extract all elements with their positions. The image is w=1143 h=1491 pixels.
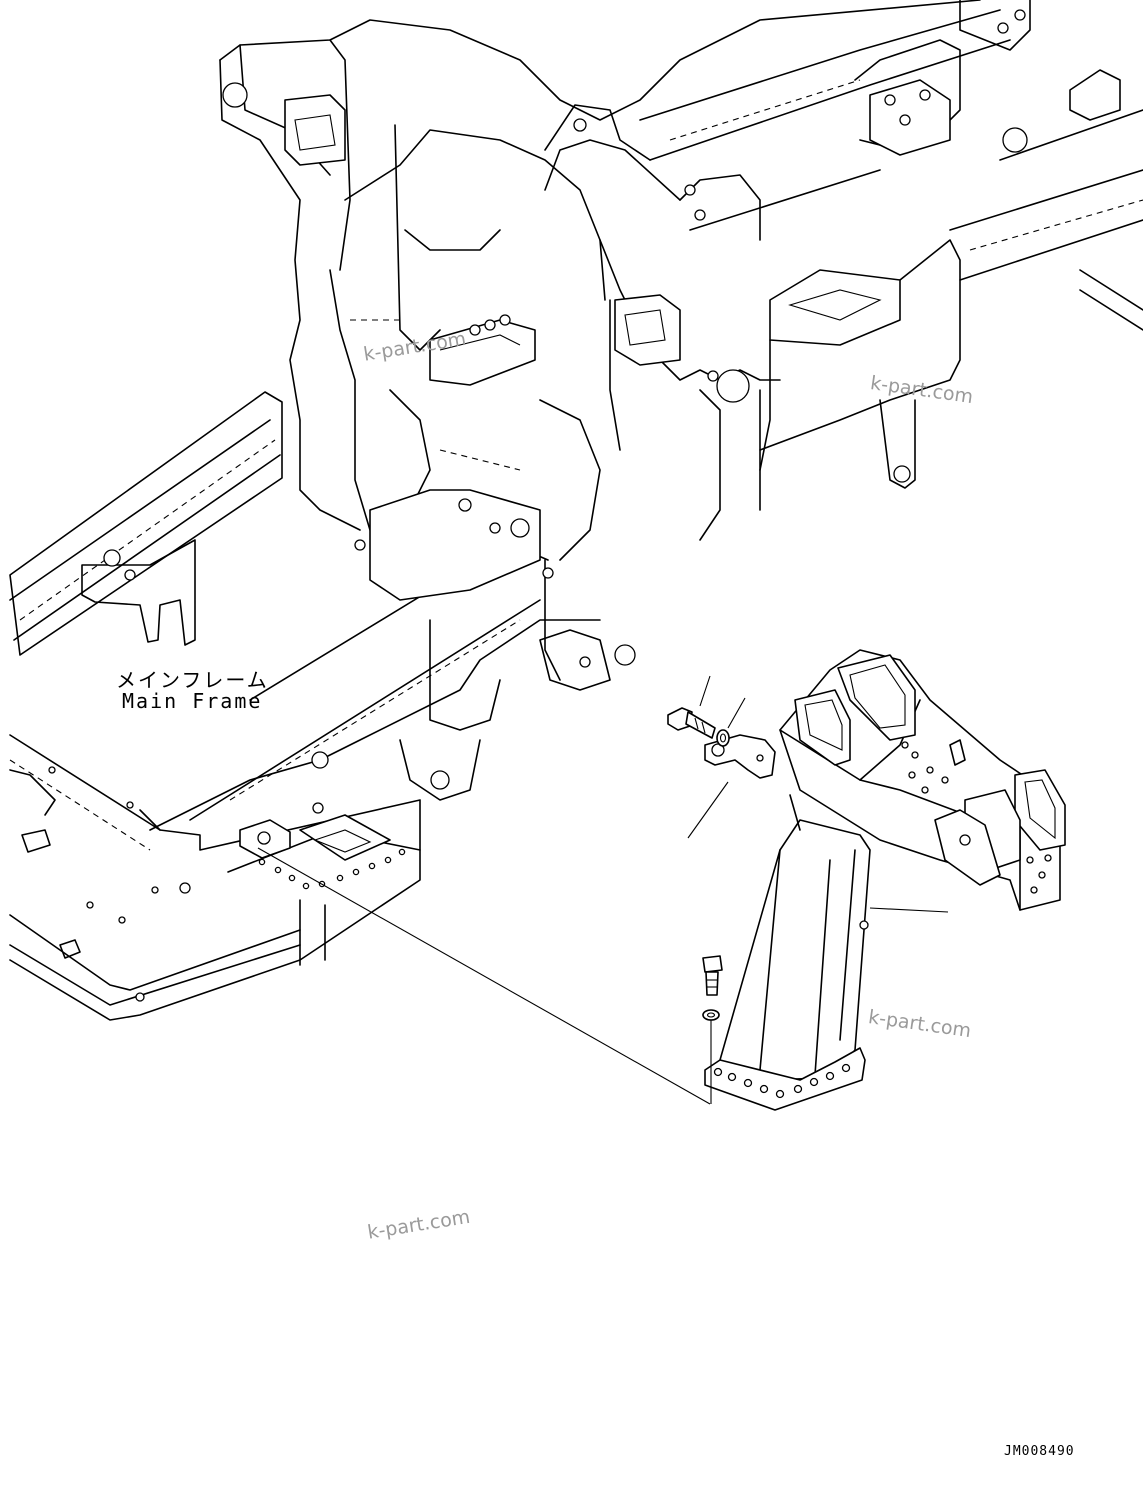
main-frame (9, 0, 1143, 1021)
mounting-assembly (257, 649, 1066, 1111)
main-frame-label-japanese: メインフレーム (116, 668, 269, 692)
main-frame-label-english: Main Frame (122, 689, 263, 713)
drawing-code: JM008490 (1004, 1444, 1075, 1459)
